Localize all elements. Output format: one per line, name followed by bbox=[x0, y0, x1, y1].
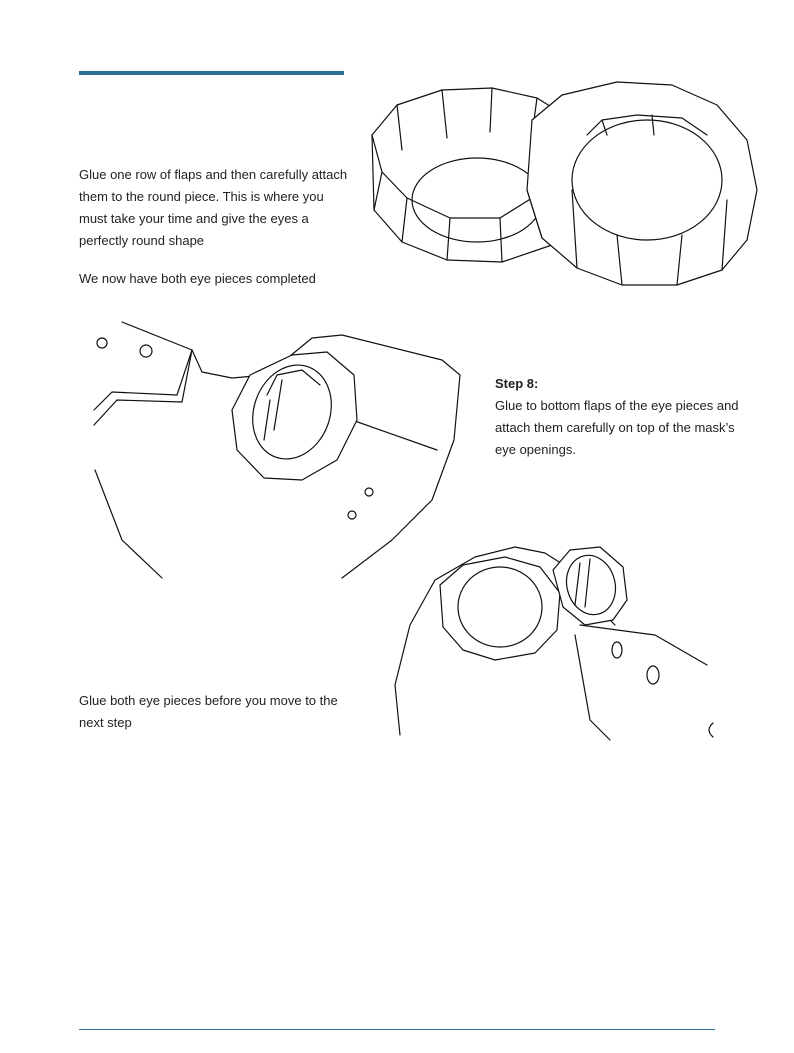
before-next-step-text: Glue both eye pieces before you move to … bbox=[79, 690, 354, 734]
mask-eye-piece-illustration bbox=[93, 321, 461, 579]
completed-note-paragraph: We now have both eye pieces completed bbox=[79, 271, 316, 286]
mask-both-eyes-illustration bbox=[394, 546, 714, 741]
before-next-step-paragraph: Glue both eye pieces before you move to … bbox=[79, 693, 338, 730]
flaps-instruction-paragraph: Glue one row of flaps and then carefully… bbox=[79, 167, 348, 248]
step-8-body: Glue to bottom flaps of the eye pieces a… bbox=[495, 398, 739, 457]
completed-note-text: We now have both eye pieces completed bbox=[79, 268, 359, 290]
step-8-title: Step 8: bbox=[495, 376, 539, 391]
step-8-block: Step 8: Glue to bottom flaps of the eye … bbox=[495, 373, 755, 461]
eye-rings-illustration bbox=[371, 81, 758, 286]
top-accent-rule bbox=[79, 71, 344, 75]
bottom-accent-rule bbox=[79, 1029, 715, 1030]
flaps-instruction-text: Glue one row of flaps and then carefully… bbox=[79, 164, 349, 252]
